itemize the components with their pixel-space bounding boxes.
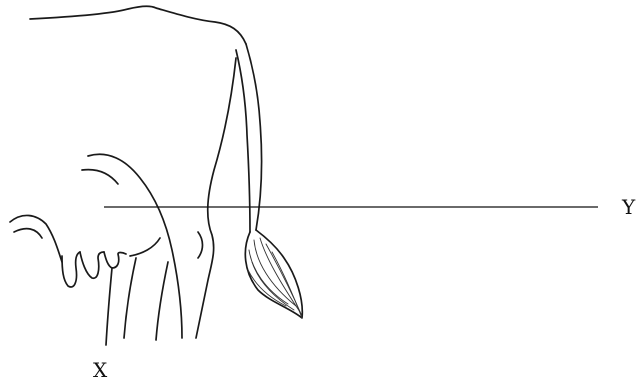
teat-2 [80, 252, 104, 278]
back-outline [30, 6, 246, 44]
tail-inner-edge [236, 50, 250, 232]
udder-outline [10, 215, 62, 262]
udder-base [130, 238, 160, 256]
inner-leg-line-2 [124, 258, 136, 338]
label-y: Y [621, 195, 636, 219]
label-x: X [93, 358, 108, 381]
udder-belly-line [14, 229, 42, 238]
inner-leg-line-1 [156, 262, 168, 340]
hock-fold [198, 232, 203, 258]
tail-outer-edge [246, 44, 262, 230]
stifle-fold [82, 170, 118, 184]
teat-1 [62, 252, 80, 287]
tail-switch [245, 230, 302, 318]
flank-outline [88, 154, 182, 338]
teat-3 [104, 252, 126, 268]
front-leg-line [106, 268, 112, 345]
rear-thigh-outline [196, 58, 236, 338]
